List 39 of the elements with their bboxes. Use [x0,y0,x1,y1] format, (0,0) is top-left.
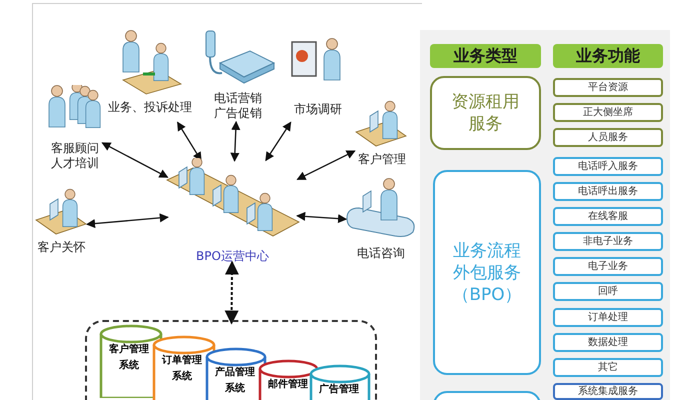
node-label: BPO运营中心 [196,249,269,264]
function-box: 非电子业务 [553,232,663,251]
node-label: 电话咨询 [357,246,405,261]
arrow [224,260,239,325]
arrow [101,142,168,178]
cylinder-label: 客户管理系统 [108,342,150,373]
node-label: 业务、投诉处理 [108,100,192,115]
function-box: 订单处理 [553,308,663,327]
arrow [265,122,292,162]
arrow [296,212,348,224]
node-label: 客户管理 [358,152,406,167]
function-box: 电话呼入服务 [553,157,663,176]
function-box: 平台资源 [553,78,663,97]
function-box: 在线客服 [553,207,663,226]
function-box: 正大侧坐席 [553,103,663,122]
node-label: 电话营销 [214,91,262,106]
node-label: 客户关怀 [38,240,86,255]
column-header: 业务类型 [430,44,541,68]
column-header: 业务功能 [553,44,663,68]
category-box: 业务流程外包服务（BPO） [433,170,541,375]
function-box: 电子业务 [553,257,663,276]
node-label: 市场调研 [294,102,342,117]
cylinder-label: 邮件管理 [267,378,309,392]
function-box: 回呼 [553,282,663,301]
cylinder-label: 订单管理系统 [160,354,203,384]
cylinder-label: 广告管理 [318,382,360,397]
function-box: 人员服务 [553,128,663,147]
function-box: 数据处理 [553,333,663,352]
function-box: 电话呼出服务 [553,182,663,201]
function-box: 其它 [553,358,663,377]
function-box: 系统集成服务 [553,383,663,400]
arrow [230,120,240,162]
cylinder-label: 产品管理系统 [214,366,256,396]
category-box: 资源租用服务 [430,76,541,150]
node-label: 客服顾问 [51,141,99,156]
node-label: 人才培训 [51,156,99,171]
node-label: 广告促销 [214,106,262,121]
arrow [86,213,169,228]
arrow [296,150,356,180]
